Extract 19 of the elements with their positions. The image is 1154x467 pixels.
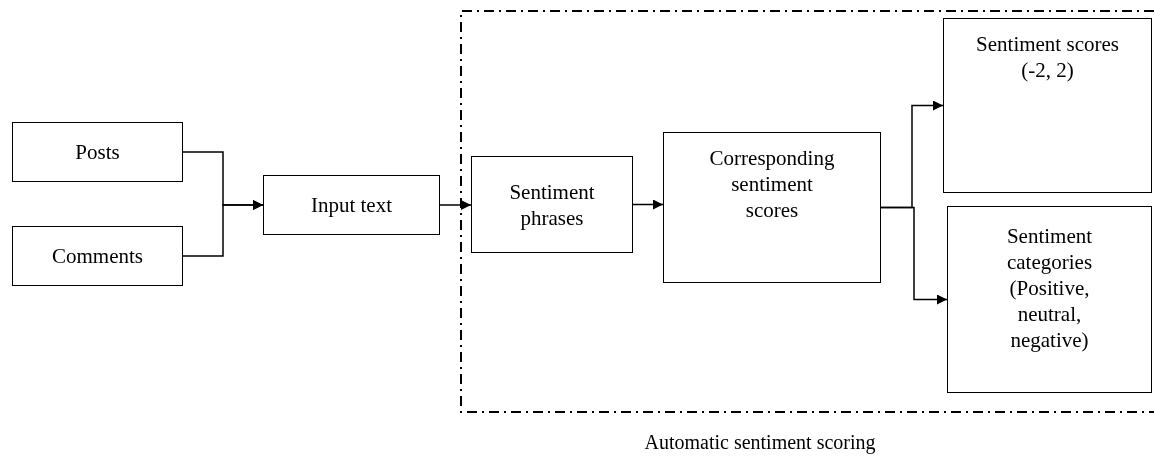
process-box: [943, 18, 1152, 193]
process-box: [12, 226, 183, 286]
box-label: Corresponding sentiment scores: [708, 145, 836, 223]
process-box: [12, 122, 183, 182]
box-label: Posts: [75, 139, 120, 165]
arrow: [439, 200, 472, 210]
box-label: Sentiment phrases: [508, 178, 596, 231]
box-label: Sentiment categories (Positive, neutral, negative): [1005, 223, 1094, 353]
box-label: Comments: [52, 243, 143, 269]
process-box: [471, 156, 633, 253]
process-box: [263, 175, 440, 235]
box-label: Sentiment scores (-2, 2): [976, 31, 1119, 83]
box-label: Input text: [310, 192, 393, 218]
arrow: [182, 200, 264, 257]
arrow: [632, 199, 664, 210]
process-box: [947, 206, 1152, 393]
arrow: [880, 206, 948, 305]
process-box: [663, 132, 881, 283]
group-caption: Automatic sentiment scoring: [643, 430, 877, 454]
